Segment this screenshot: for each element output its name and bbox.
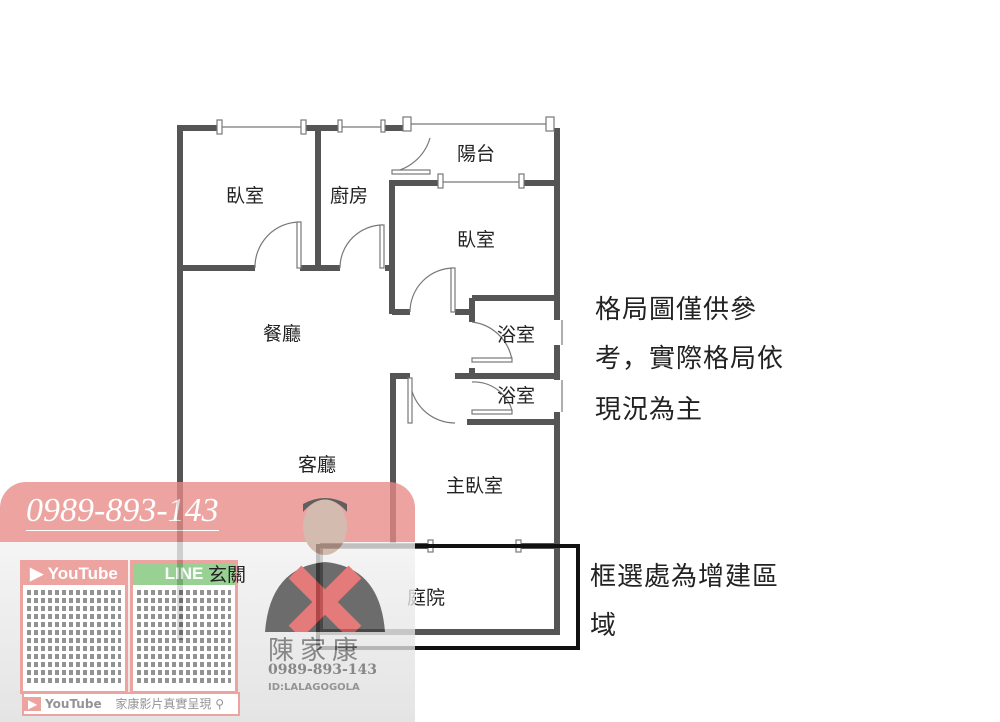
search-icon: ⚲ — [215, 697, 225, 711]
qr-code — [27, 589, 121, 683]
room-dining: 餐廳 — [263, 323, 301, 345]
room-living: 客廳 — [298, 454, 336, 476]
room-master: 主臥室 — [446, 475, 503, 497]
youtube-qr: ▶ YouTube — [20, 560, 128, 694]
room-bedroom-1: 臥室 — [226, 185, 264, 207]
disclaimer-line-3: 現況為主 — [595, 395, 704, 425]
youtube-search-bar: ▶ YouTube 家康影片真實呈現 ⚲ — [22, 692, 240, 716]
disclaimer-line-2: 考，實際格局依 — [595, 344, 785, 374]
room-balcony: 陽台 — [457, 143, 495, 165]
room-kitchen: 廚房 — [330, 184, 368, 207]
room-entrance: 玄關 — [208, 564, 247, 586]
agent-name: 陳家康 — [268, 636, 365, 666]
youtube-play-icon: ▶ — [30, 564, 48, 583]
agent-line-id: ID:LALAGOGOLA — [268, 682, 360, 693]
room-bath-2: 浴室 — [497, 385, 535, 407]
qr-code — [137, 589, 231, 683]
agent-photo — [265, 498, 385, 632]
extension-note-line-2: 域 — [590, 611, 618, 641]
agent-phone: 0989-893-143 — [268, 662, 378, 678]
agent-watermark: 0989-893-143 ▶ YouTube LINE ▶ YouTube 家康… — [0, 482, 415, 722]
extension-note-line-1: 框選處為增建區 — [590, 562, 780, 592]
disclaimer-line-1: 格局圖僅供參 — [595, 295, 758, 325]
watermark-phone: 0989-893-143 — [26, 492, 219, 531]
line-qr: LINE — [130, 560, 238, 694]
youtube-play-icon: ▶ — [24, 697, 42, 711]
room-bath-1: 浴室 — [497, 324, 535, 346]
room-garden: 庭院 — [407, 587, 445, 609]
room-bedroom-2: 臥室 — [457, 229, 495, 251]
